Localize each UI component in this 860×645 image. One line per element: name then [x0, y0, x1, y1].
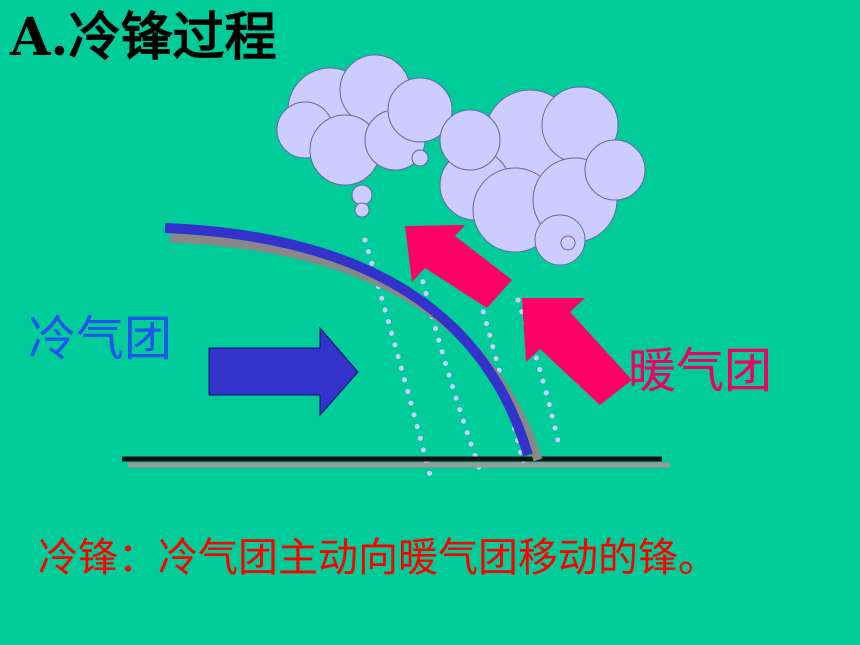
- cloud-small-puffs: [351, 149, 576, 251]
- warm-air-arrow-lower: [522, 298, 632, 405]
- page-title: A.冷锋过程: [10, 7, 277, 68]
- warm-air-arrow-upper: [405, 225, 512, 308]
- cloud-group: [276, 54, 646, 266]
- cold-front-line: [164, 223, 533, 457]
- rain-streaks: [362, 237, 563, 478]
- cloud-left: [276, 54, 453, 186]
- warm-air-mass-label: 暖气团: [628, 343, 773, 399]
- cold-air-arrow: [208, 326, 359, 417]
- cloud-right: [439, 86, 646, 266]
- cold-front-definition: 冷锋：冷气团主动向暖气团移动的锋。: [38, 535, 718, 581]
- cold-air-mass-label: 冷气团: [28, 311, 173, 367]
